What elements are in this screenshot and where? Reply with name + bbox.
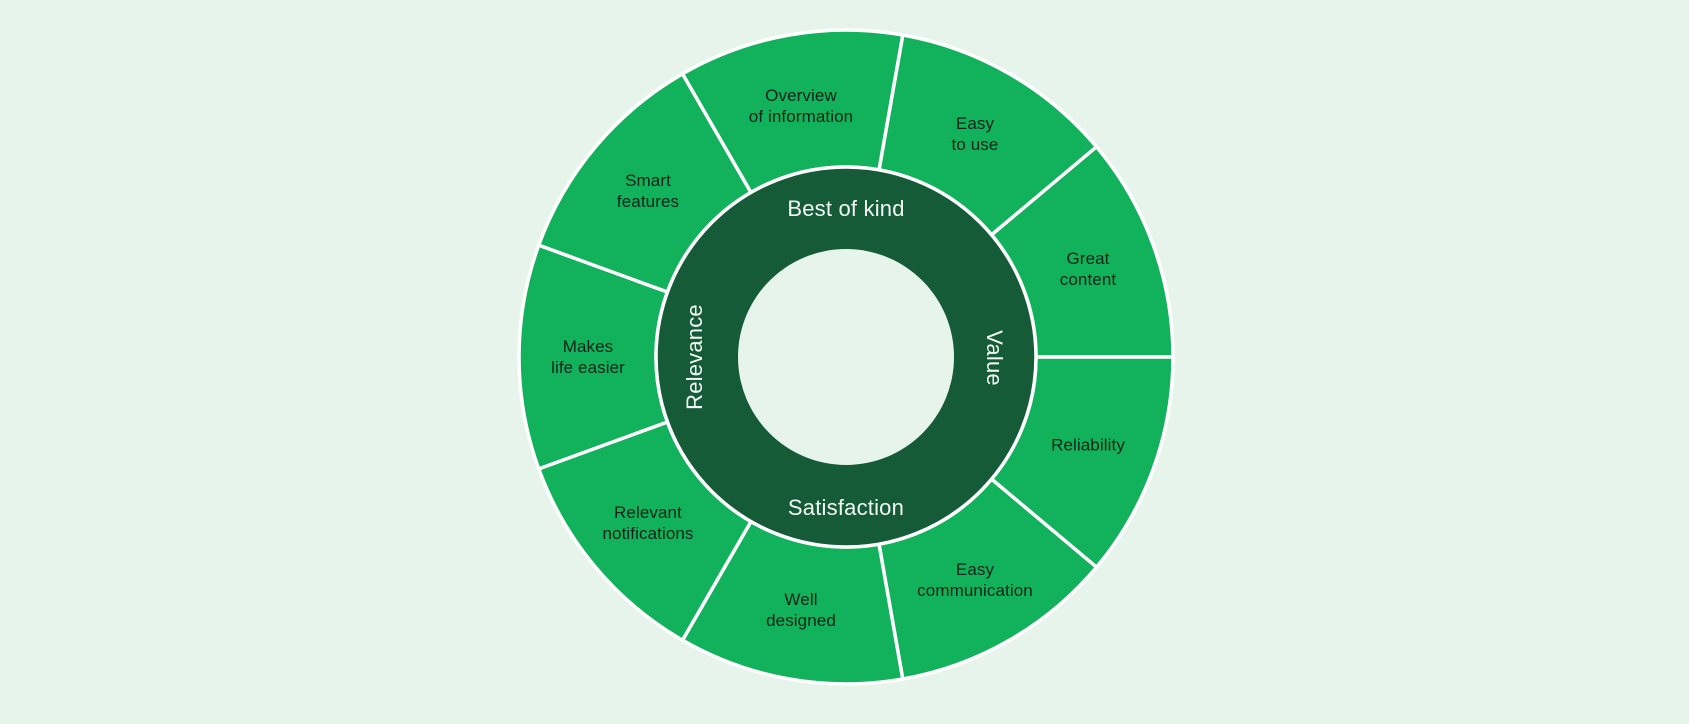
center-hole bbox=[738, 249, 954, 465]
